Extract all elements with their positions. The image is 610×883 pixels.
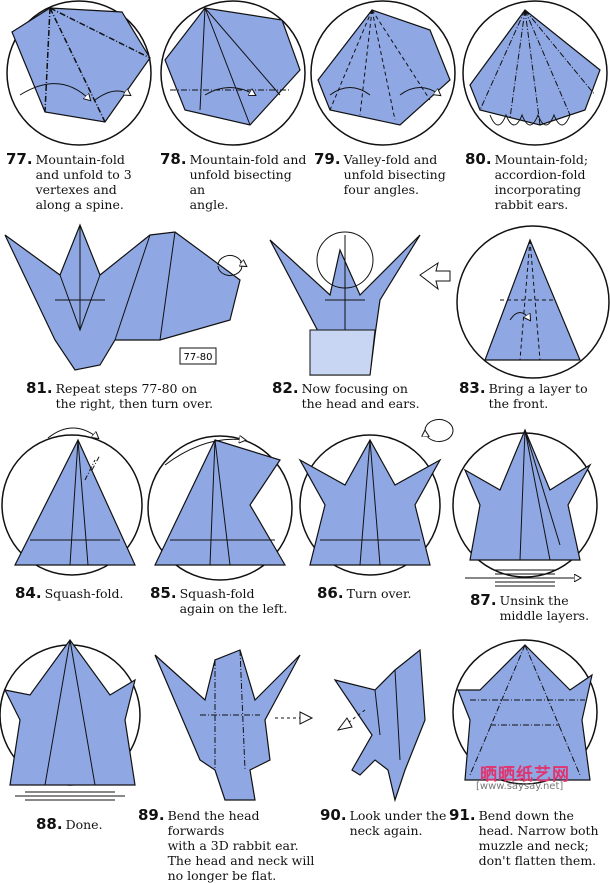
step-number: 83. bbox=[459, 381, 486, 411]
step-instruction: Turn over. bbox=[347, 586, 412, 601]
step-instruction: Now focusing on the head and ears. bbox=[302, 381, 420, 411]
step-number: 80. bbox=[465, 152, 492, 212]
step-instruction: Look under the neck again. bbox=[350, 808, 447, 838]
step-instruction: Mountain-fold and unfold to 3 vertexes a… bbox=[36, 152, 132, 212]
step-number: 84. bbox=[15, 586, 42, 601]
step-instruction: Bring a layer to the front. bbox=[489, 381, 588, 411]
step-78-figure bbox=[161, 1, 305, 145]
step-number: 85. bbox=[150, 586, 177, 616]
step-instruction: Bend the head forwards with a 3D rabbit … bbox=[168, 808, 318, 883]
step-instruction: Mountain-fold and unfold bisecting an an… bbox=[190, 152, 310, 212]
step-83-figure bbox=[457, 226, 609, 378]
step-80-caption: 80. Mountain-fold; accordion-fold incorp… bbox=[465, 152, 610, 212]
step-instruction: Done. bbox=[66, 817, 103, 832]
step-88-figure bbox=[0, 640, 140, 800]
step-82-caption: 82. Now focusing on the head and ears. bbox=[272, 381, 432, 411]
step-instruction: Valley-fold and unfold bisecting four an… bbox=[344, 152, 446, 197]
step-84-caption: 84. Squash-fold. bbox=[15, 586, 150, 601]
step-91-caption: 91. Bend down the head. Narrow both muzz… bbox=[449, 808, 609, 868]
step-instruction: Mountain-fold; accordion-fold incorporat… bbox=[495, 152, 589, 212]
step-79-caption: 79. Valley-fold and unfold bisecting fou… bbox=[314, 152, 464, 197]
step-81-figure: 77-80 bbox=[5, 225, 246, 370]
step-instruction: Unsink the middle layers. bbox=[500, 593, 590, 623]
step-80-figure bbox=[463, 1, 607, 145]
step-78-caption: 78. Mountain-fold and unfold bisecting a… bbox=[160, 152, 310, 212]
step-79-figure bbox=[311, 1, 455, 145]
steps-reference-label: 77-80 bbox=[183, 352, 212, 363]
step-number: 81. bbox=[26, 381, 53, 411]
step-instruction: Repeat steps 77-80 on the right, then tu… bbox=[56, 381, 214, 411]
watermark-url: [www.saysay.net] bbox=[476, 781, 563, 792]
step-instruction: Squash-fold. bbox=[45, 586, 124, 601]
step-instruction: Bend down the head. Narrow both muzzle a… bbox=[479, 808, 599, 868]
step-87-figure bbox=[453, 430, 597, 586]
step-number: 90. bbox=[320, 808, 347, 838]
step-77-figure bbox=[7, 1, 151, 145]
step-number: 91. bbox=[449, 808, 476, 868]
step-87-caption: 87. Unsink the middle layers. bbox=[470, 593, 608, 623]
step-85-figure bbox=[148, 436, 292, 580]
step-84-figure bbox=[2, 428, 142, 575]
step-number: 82. bbox=[272, 381, 299, 411]
step-number: 89. bbox=[138, 808, 165, 883]
step-77-caption: 77. Mountain-fold and unfold to 3 vertex… bbox=[6, 152, 156, 212]
step-number: 78. bbox=[160, 152, 187, 212]
step-instruction: Squash-fold again on the left. bbox=[180, 586, 288, 616]
step-85-caption: 85. Squash-fold again on the left. bbox=[150, 586, 300, 616]
step-90-caption: 90. Look under the neck again. bbox=[320, 808, 450, 838]
step-number: 86. bbox=[317, 586, 344, 601]
step-number: 77. bbox=[6, 152, 33, 212]
step-88-caption: 88. Done. bbox=[36, 817, 146, 832]
step-83-caption: 83. Bring a layer to the front. bbox=[459, 381, 609, 411]
step-number: 87. bbox=[470, 593, 497, 623]
step-82-figure bbox=[270, 232, 450, 375]
step-89-figure bbox=[155, 650, 312, 800]
step-number: 88. bbox=[36, 817, 63, 832]
step-81-caption: 81. Repeat steps 77-80 on the right, the… bbox=[26, 381, 256, 411]
step-89-caption: 89. Bend the head forwards with a 3D rab… bbox=[138, 808, 318, 883]
step-86-figure bbox=[300, 420, 453, 576]
step-86-caption: 86. Turn over. bbox=[317, 586, 457, 601]
step-number: 79. bbox=[314, 152, 341, 197]
step-90-figure bbox=[335, 650, 425, 800]
